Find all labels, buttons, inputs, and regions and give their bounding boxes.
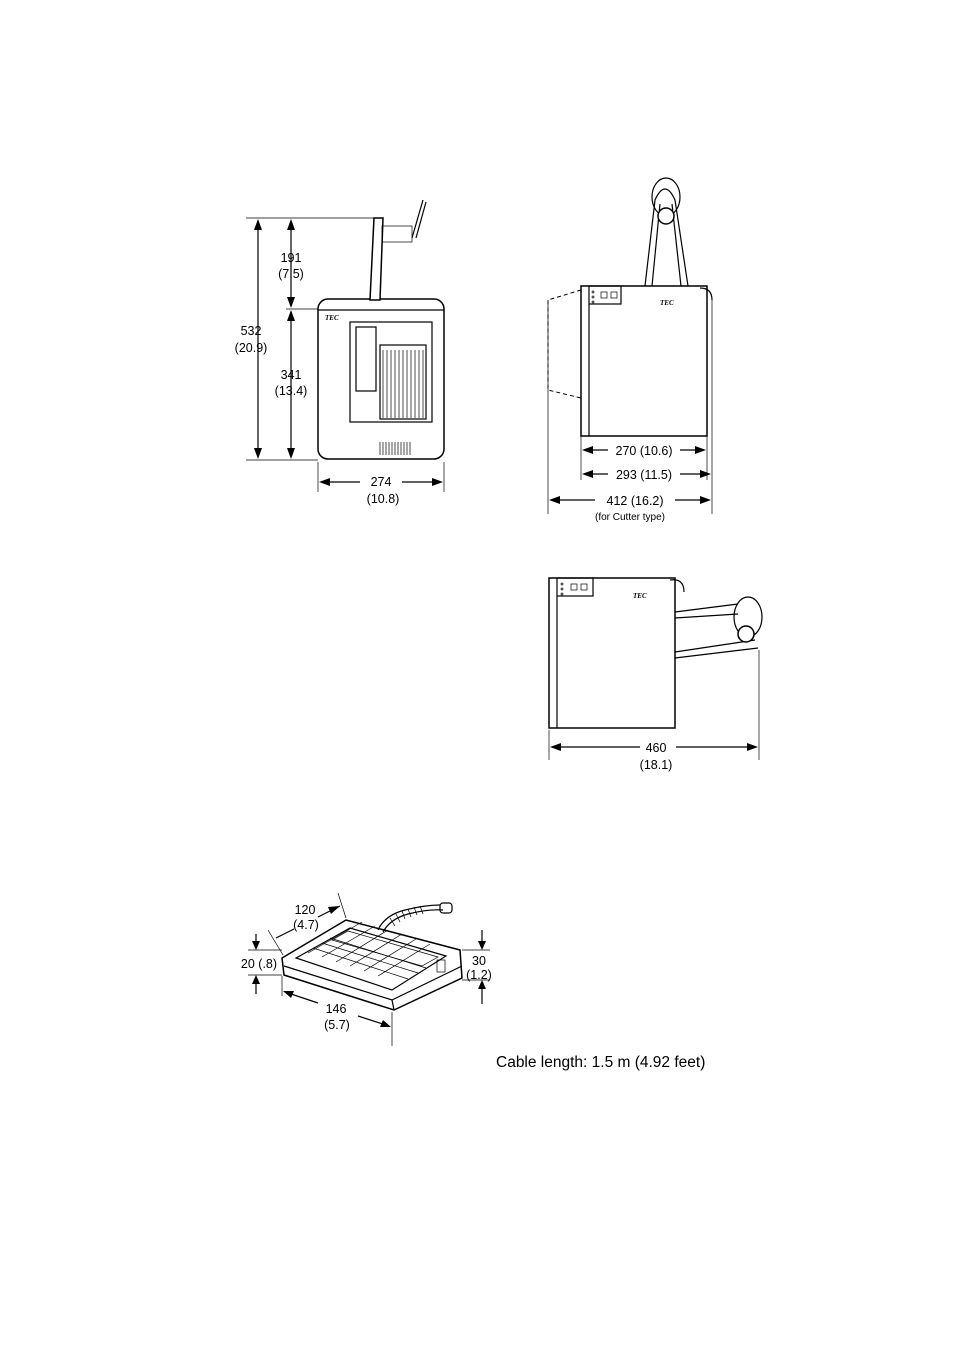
brand-logo-side: TEC bbox=[660, 299, 674, 307]
printer-body-side-2 bbox=[549, 578, 675, 728]
side-view-horizontal: TEC 460 (18.1) bbox=[549, 578, 762, 772]
printer-body-front bbox=[318, 299, 444, 459]
keyboard-body bbox=[282, 920, 462, 1010]
kb-rear-height-value: 30 bbox=[472, 954, 486, 968]
cable-length-caption: Cable length: 1.5 m (4.92 feet) bbox=[496, 1054, 705, 1071]
total-height-value: 532 bbox=[241, 324, 262, 338]
kb-depth-value: 120 bbox=[295, 903, 316, 917]
printer-body-side bbox=[581, 286, 707, 436]
kb-rear-height-inch: (1.2) bbox=[466, 968, 492, 982]
length-value: 460 bbox=[646, 741, 667, 755]
kb-depth-inch: (4.7) bbox=[293, 918, 319, 932]
front-view: TEC 532 (20.9) 191 (7.5) 341 (13.4) 274 … bbox=[235, 200, 444, 506]
length-inch: (18.1) bbox=[640, 758, 673, 772]
front-width-value: 274 bbox=[371, 475, 392, 489]
body-height-inch: (13.4) bbox=[275, 384, 308, 398]
side-view: TEC 270 (10.6) 293 (11.5) 412 (16.2) (fo… bbox=[548, 178, 712, 523]
cutter-note: (for Cutter type) bbox=[595, 512, 665, 523]
holder-height-inch: (7.5) bbox=[278, 267, 304, 281]
depth-a-label: 270 (10.6) bbox=[616, 444, 673, 458]
kb-width-value: 146 bbox=[326, 1002, 347, 1016]
brand-logo-side-2: TEC bbox=[633, 592, 647, 600]
keyboard-view: 120 (4.7) 20 (.8) 30 (1.2) 146 (5.7) Cab… bbox=[241, 893, 705, 1071]
body-height-value: 341 bbox=[281, 368, 302, 382]
depth-b-label: 293 (11.5) bbox=[616, 468, 672, 482]
brand-logo-front: TEC bbox=[325, 314, 339, 322]
depth-cutter-label: 412 (16.2) bbox=[607, 494, 664, 508]
kb-width-inch: (5.7) bbox=[324, 1018, 350, 1032]
total-height-inch: (20.9) bbox=[235, 341, 268, 355]
holder-height-value: 191 bbox=[281, 251, 302, 265]
front-width-inch: (10.8) bbox=[367, 492, 400, 506]
kb-front-height: 20 (.8) bbox=[241, 957, 277, 971]
